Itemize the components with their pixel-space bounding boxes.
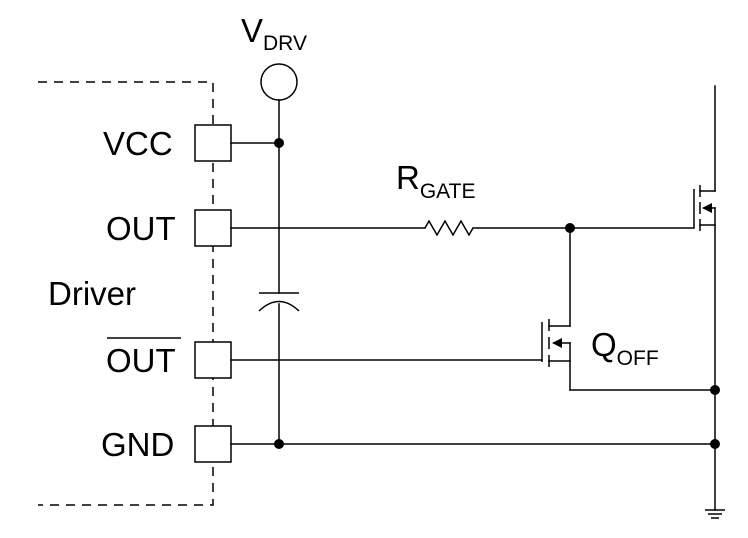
qoff-arrow xyxy=(552,338,562,348)
gnd-junction-right xyxy=(710,439,720,449)
out-pin-label: OUT xyxy=(106,210,176,247)
qoff-label: QOFF xyxy=(591,326,659,370)
vdrv-label: VDRV xyxy=(241,12,307,55)
driver-boundary xyxy=(38,81,214,506)
gnd-pin xyxy=(194,425,232,463)
gnd-pin-label: GND xyxy=(101,426,174,463)
power-fet-arrow xyxy=(702,203,712,213)
out-bar-pin-label: OUT xyxy=(106,342,176,379)
gnd-junction-left xyxy=(274,439,284,449)
vdrv-supply-symbol xyxy=(260,63,298,101)
vcc-pin xyxy=(194,124,232,162)
source-junction xyxy=(710,385,720,395)
rgate-resistor xyxy=(424,219,474,237)
vcc-pin-label: VCC xyxy=(103,125,173,162)
driver-label: Driver xyxy=(48,275,136,312)
ground-icon xyxy=(705,509,725,519)
rgate-label: RGATE xyxy=(396,159,475,203)
cap-bottom-plate xyxy=(258,300,300,312)
out-pin xyxy=(194,209,232,247)
out-bar-pin xyxy=(194,341,232,379)
